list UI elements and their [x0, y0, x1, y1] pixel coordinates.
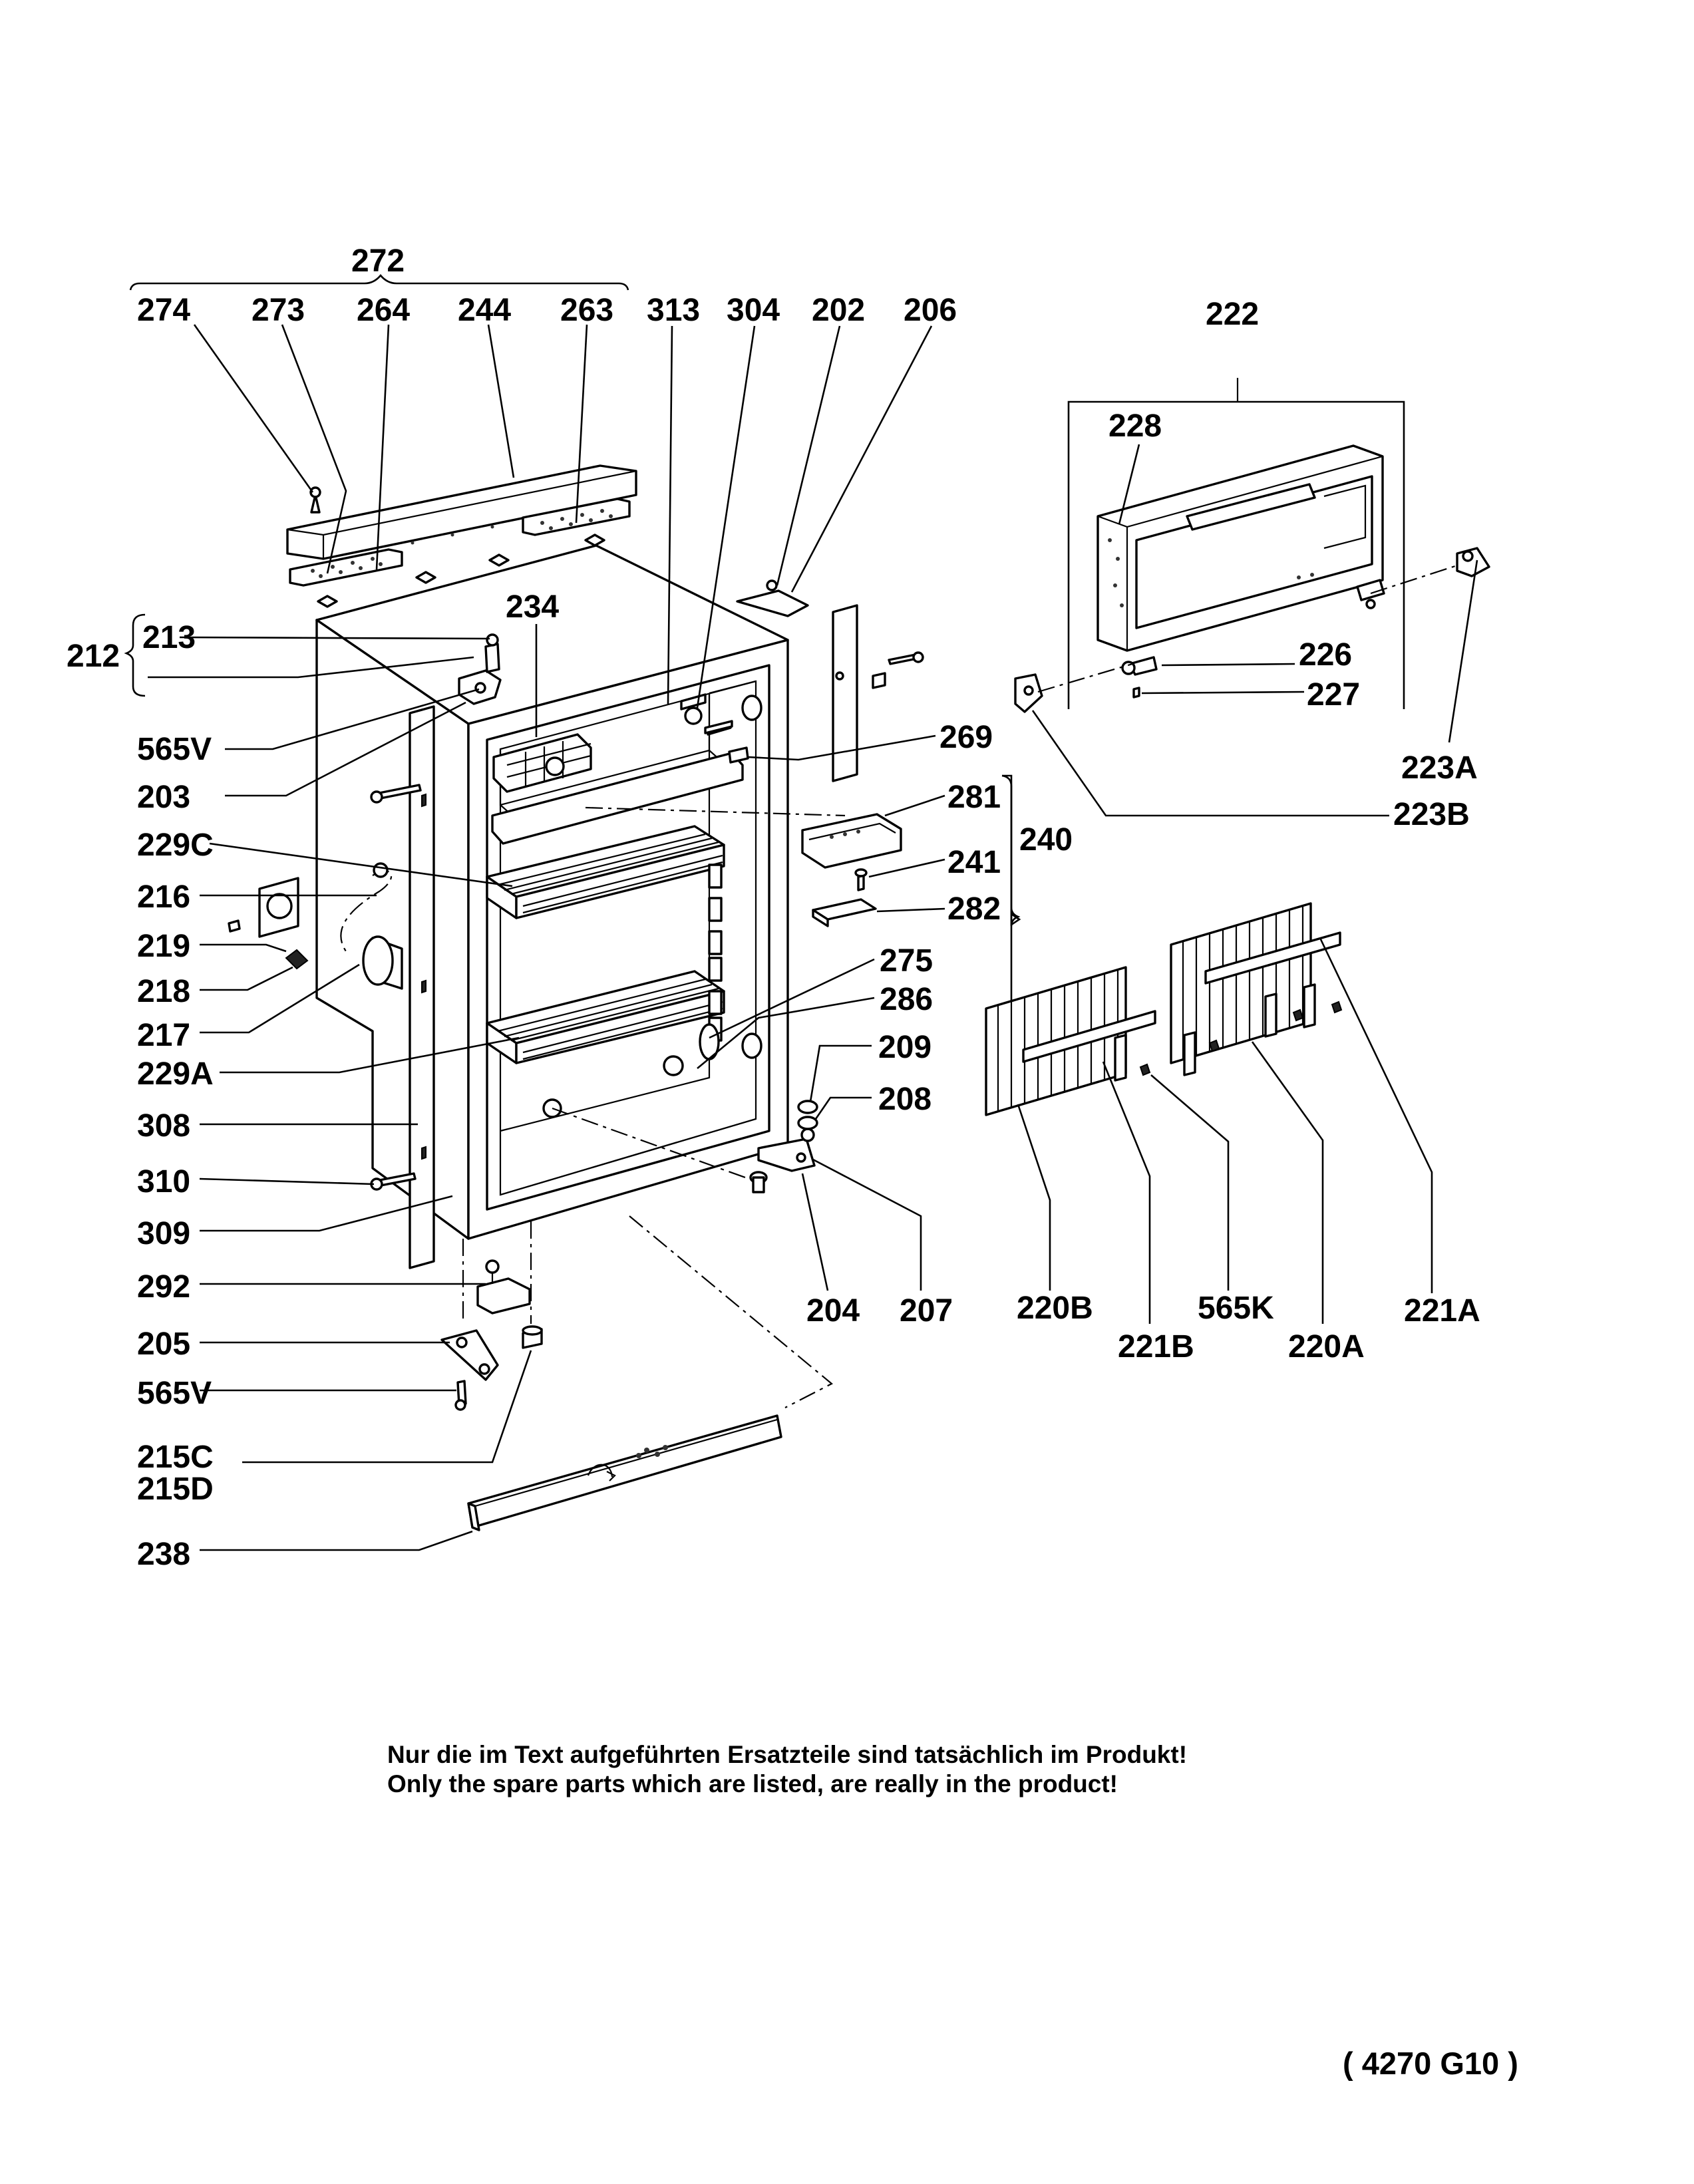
label-223a: 223A — [1401, 750, 1478, 786]
label-565v-top: 565V — [137, 732, 212, 767]
label-217: 217 — [137, 1018, 190, 1053]
label-206: 206 — [904, 293, 957, 328]
freezer-door-assembly-222 — [1014, 378, 1490, 713]
label-209: 209 — [878, 1030, 932, 1065]
label-218: 218 — [137, 974, 190, 1009]
label-213: 213 — [142, 620, 196, 655]
label-234: 234 — [506, 589, 559, 625]
label-275: 275 — [880, 943, 933, 979]
label-205: 205 — [137, 1326, 190, 1362]
label-244: 244 — [458, 293, 511, 328]
label-219: 219 — [137, 929, 190, 964]
label-309: 309 — [137, 1216, 190, 1251]
drawing-code: ( 4270 G10 ) — [1343, 2046, 1518, 2081]
notes: Nur die im Text aufgeführten Ersatzteile… — [387, 1741, 1518, 2081]
label-203: 203 — [137, 780, 190, 815]
label-269: 269 — [939, 720, 993, 755]
label-273: 273 — [252, 293, 305, 328]
part-labels: 272 274 273 264 244 263 313 304 202 206 … — [67, 243, 1480, 1572]
label-281: 281 — [947, 780, 1001, 815]
label-216: 216 — [137, 879, 190, 915]
label-286: 286 — [880, 982, 933, 1017]
label-215c: 215C — [137, 1440, 214, 1475]
label-208: 208 — [878, 1082, 932, 1117]
label-220b: 220B — [1017, 1291, 1093, 1326]
label-292: 292 — [137, 1269, 190, 1305]
label-565k: 565K — [1198, 1291, 1274, 1326]
bracket-212 — [124, 613, 146, 697]
bottom-hinges-feet — [440, 1100, 818, 1531]
label-240: 240 — [1019, 822, 1073, 858]
label-304: 304 — [727, 293, 780, 328]
label-204: 204 — [806, 1293, 860, 1328]
label-212: 212 — [67, 639, 120, 674]
condenser-220a — [1170, 902, 1343, 1076]
label-215d: 215D — [137, 1472, 214, 1507]
label-313: 313 — [647, 293, 700, 328]
label-227: 227 — [1307, 677, 1360, 712]
label-220a: 220A — [1288, 1329, 1365, 1364]
label-202: 202 — [812, 293, 865, 328]
label-207: 207 — [900, 1293, 953, 1328]
label-274: 274 — [137, 293, 190, 328]
label-221b: 221B — [1118, 1329, 1194, 1364]
top-trim-strip-244 — [286, 464, 637, 608]
label-308: 308 — [137, 1108, 190, 1144]
label-565v-bottom: 565V — [137, 1376, 212, 1411]
label-282: 282 — [947, 891, 1001, 927]
label-241: 241 — [947, 845, 1001, 880]
thermostat-parts — [228, 862, 403, 990]
note-english: Only the spare parts which are listed, a… — [387, 1770, 1118, 1797]
label-228: 228 — [1108, 408, 1162, 444]
label-263: 263 — [560, 293, 613, 328]
note-german: Nur die im Text aufgeführten Ersatzteile… — [387, 1741, 1187, 1768]
bottom-dash-lines — [462, 806, 846, 1408]
screws-left — [370, 651, 924, 1191]
label-272: 272 — [351, 243, 405, 279]
condenser-220b — [985, 966, 1156, 1116]
label-229a: 229A — [137, 1056, 214, 1092]
leader-lines — [148, 325, 1478, 1551]
label-223b: 223B — [1393, 797, 1470, 832]
label-310: 310 — [137, 1164, 190, 1199]
top-leaders — [193, 324, 588, 574]
label-264: 264 — [357, 293, 410, 328]
light-assembly-240 — [801, 774, 1021, 1058]
label-238: 238 — [137, 1537, 190, 1572]
label-229c: 229C — [137, 828, 214, 863]
label-221a: 221A — [1404, 1293, 1480, 1328]
top-bracket-group-272 — [129, 273, 629, 291]
fridge-cabinet — [315, 544, 858, 1269]
label-222: 222 — [1206, 297, 1259, 332]
label-226: 226 — [1299, 637, 1352, 673]
